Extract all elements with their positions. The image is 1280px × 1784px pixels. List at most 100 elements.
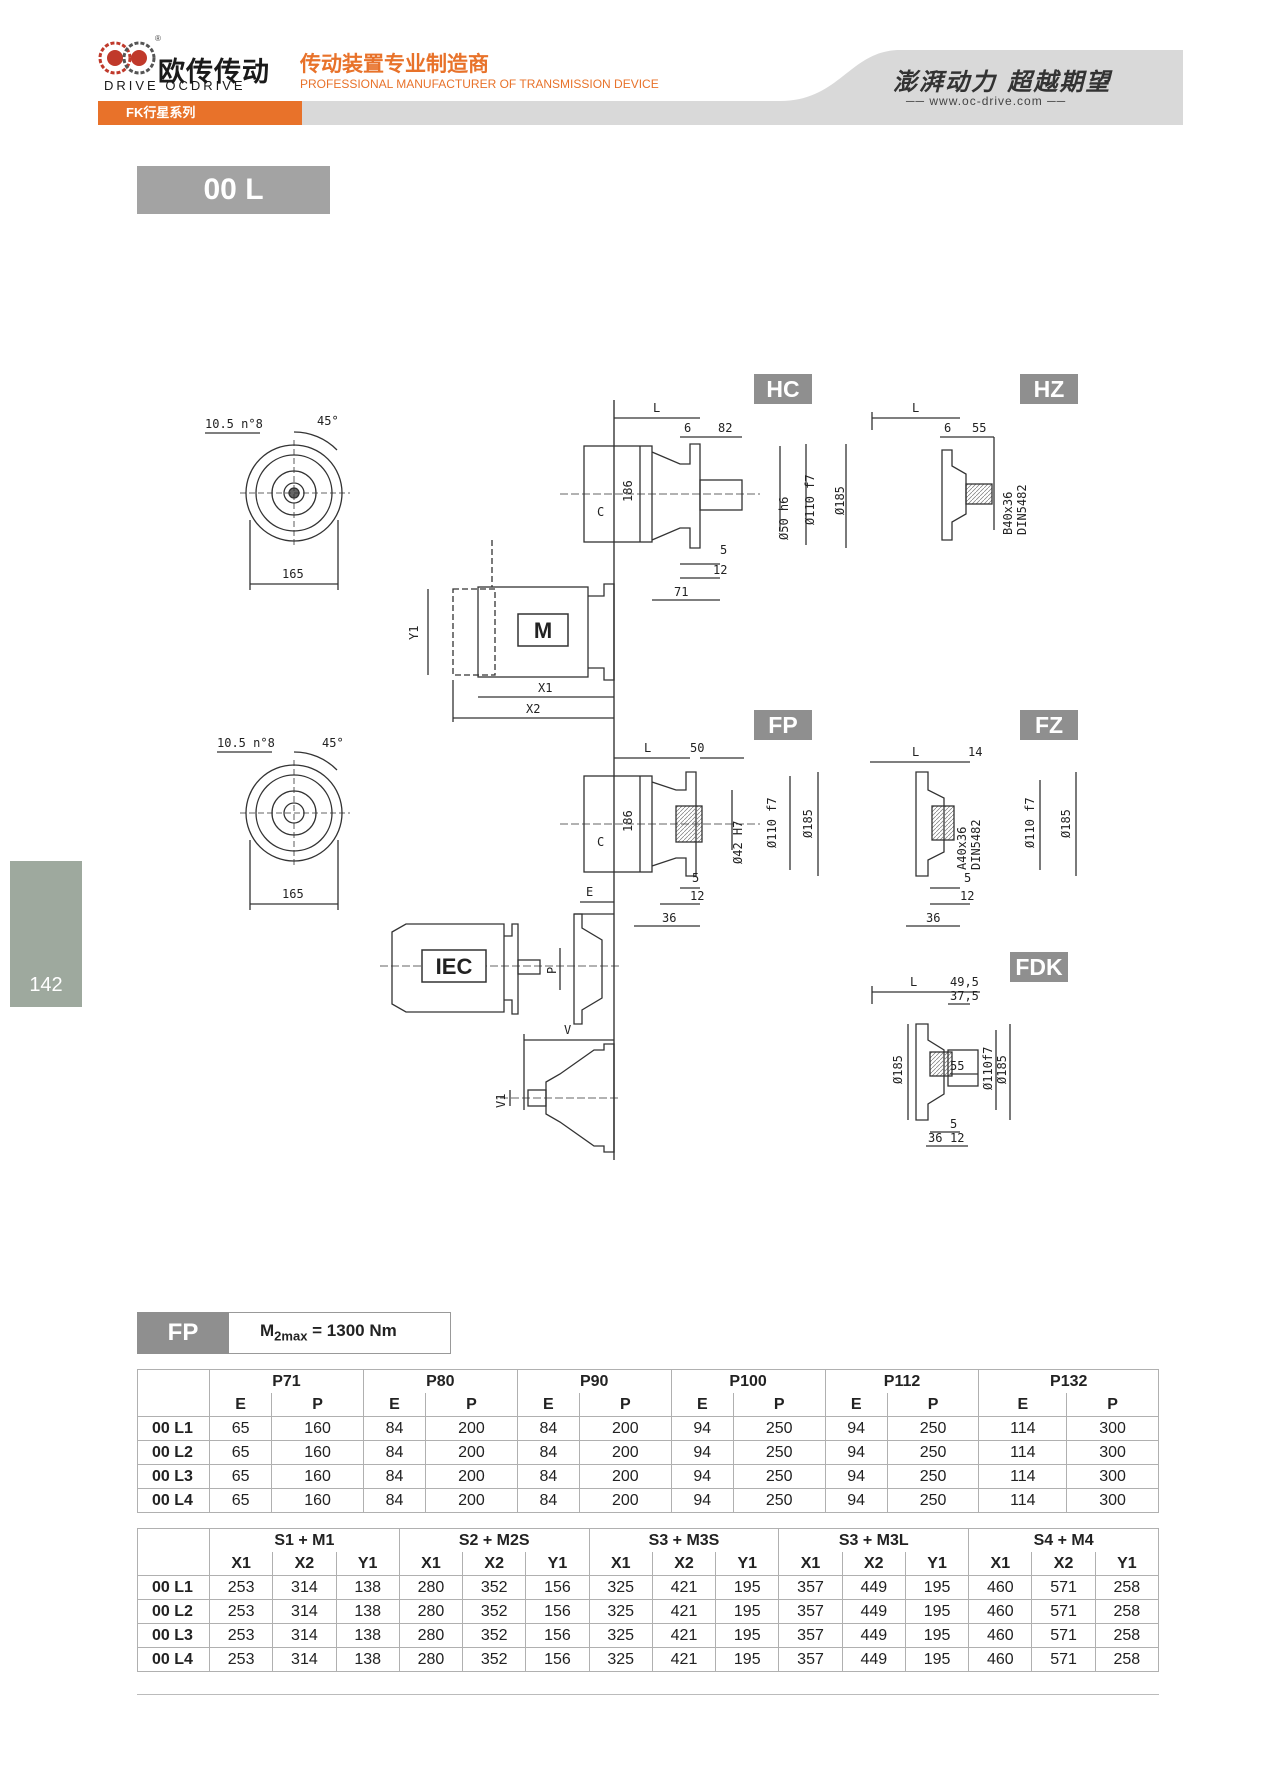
- fp-side-view: [560, 757, 819, 927]
- page-number: 142: [29, 974, 63, 996]
- dim-fdk-495: 49,5: [950, 975, 979, 989]
- dim-165-bottom: 165: [282, 887, 304, 901]
- motor-drawing: [427, 540, 615, 722]
- front-view-bottom: [217, 751, 350, 910]
- fp-subheader: E: [978, 1393, 1068, 1417]
- table-cell: 300: [1066, 1464, 1159, 1489]
- table-cell: 195: [904, 1599, 970, 1624]
- dim-165-top: 165: [282, 567, 304, 581]
- brand-name-cn: 欧传传动: [158, 57, 270, 87]
- dim-fz-14: 14: [968, 745, 982, 759]
- iec-motor-drawing: [380, 901, 620, 1025]
- dim-fdk-d110: Ø110f7: [981, 1047, 995, 1090]
- table-cell: 84: [362, 1488, 427, 1513]
- dim-hc-d110: Ø110 f7: [803, 474, 817, 525]
- table-cell: 300: [1066, 1440, 1159, 1465]
- table-cell: 250: [732, 1416, 826, 1441]
- dim-fz-12: 12: [960, 889, 974, 903]
- table-cell: 250: [732, 1464, 826, 1489]
- dim-bolt-top: 10.5 n°8: [205, 417, 263, 431]
- fdk-side-view: [871, 986, 1011, 1147]
- table-cell: 195: [715, 1575, 780, 1600]
- table-cell: 200: [425, 1464, 518, 1489]
- dim-fz-d110: Ø110 f7: [1023, 797, 1037, 848]
- table-cell: 84: [362, 1464, 427, 1489]
- tagline-cn: 传动装置专业制造商: [300, 53, 489, 76]
- motor-group-header: S3 + M3S: [588, 1528, 780, 1552]
- fp-subheader: E: [208, 1393, 273, 1417]
- table-cell: 258: [1094, 1599, 1160, 1624]
- brand-name-en: DRIVE OCDRIVE: [104, 78, 246, 93]
- table-cell: 571: [1031, 1647, 1096, 1672]
- dim-fdk-55: 55: [950, 1059, 964, 1073]
- logo-gear-icon: [98, 41, 156, 75]
- dim-v-V1: V1: [494, 1094, 508, 1108]
- iec-label-box: [421, 949, 487, 983]
- fp-subheader: P: [271, 1393, 364, 1417]
- dim-bolt-bottom: 10.5 n°8: [217, 736, 275, 750]
- table-cell: 94: [824, 1416, 888, 1441]
- dim-fp-50: 50: [690, 741, 704, 755]
- table-cell: 94: [824, 1464, 888, 1489]
- row-model: 00 L1: [137, 1416, 210, 1441]
- table-cell: 421: [651, 1599, 717, 1624]
- motor-dimension-table: S1 + M1 S2 + M2S S3 + M3S S3 + M3L S4 + …: [137, 1528, 1160, 1672]
- table-cell: 460: [968, 1599, 1033, 1624]
- motor-group-header: S3 + M3L: [778, 1528, 970, 1552]
- label-hc: HC: [766, 376, 799, 402]
- motor-subheader: Y1: [1094, 1552, 1160, 1576]
- table-cell: 325: [588, 1575, 653, 1600]
- fp-subheader: E: [670, 1393, 734, 1417]
- table-cell: 195: [904, 1647, 970, 1672]
- table-cell: 258: [1094, 1575, 1160, 1600]
- table-cell: 352: [462, 1647, 527, 1672]
- dim-hc-12: 12: [713, 563, 727, 577]
- dim-fp-186: 186: [621, 810, 635, 832]
- fp-subheader: E: [824, 1393, 888, 1417]
- motor-subheader: X2: [841, 1552, 906, 1576]
- table-cell: 156: [525, 1575, 590, 1600]
- dim-fdk-12: 12: [950, 1131, 964, 1145]
- fp-group-header: P80: [362, 1369, 518, 1393]
- table-cell: 138: [335, 1599, 400, 1624]
- row-model: 00 L4: [137, 1488, 210, 1513]
- dim-iec-E: E: [586, 885, 593, 899]
- row-model: 00 L2: [137, 1440, 210, 1465]
- label-fz-box: [1020, 710, 1078, 740]
- dim-hz-spline: B40x36: [1001, 492, 1015, 535]
- motor-group-header: S1 + M1: [209, 1528, 400, 1552]
- dim-hc-186: 186: [621, 480, 635, 502]
- header-band: [300, 50, 1183, 125]
- table-cell: 94: [670, 1440, 734, 1465]
- table-cell: 314: [272, 1599, 337, 1624]
- table-cell: 325: [588, 1647, 653, 1672]
- dim-fp-12: 12: [690, 889, 704, 903]
- table-cell: 65: [208, 1464, 273, 1489]
- model-title: 00 L: [137, 166, 330, 214]
- dim-hc-82: 82: [718, 421, 732, 435]
- dim-fp-d42: Ø42 H7: [731, 821, 745, 864]
- label-hz-box: [1020, 374, 1078, 404]
- table-cell: 250: [886, 1440, 980, 1465]
- tagline-en: PROFESSIONAL MANUFACTURER OF TRANSMISSIO…: [300, 77, 659, 91]
- dim-fp-C: C: [597, 835, 604, 849]
- dim-fdk-375: 37,5: [950, 989, 979, 1003]
- motor-subheader: X1: [778, 1552, 843, 1576]
- table-cell: 156: [525, 1647, 590, 1672]
- table-cell: 200: [425, 1440, 518, 1465]
- table-cell: 253: [208, 1623, 274, 1648]
- table-cell: 195: [904, 1575, 970, 1600]
- table-cell: 300: [1066, 1416, 1159, 1441]
- dim-hc-5: 5: [720, 543, 727, 557]
- page-side-tab: [10, 861, 82, 1007]
- table-cell: 280: [398, 1599, 464, 1624]
- table-cell: 200: [425, 1416, 518, 1441]
- motor-subheader: Y1: [525, 1552, 590, 1576]
- dim-fz-L: L: [912, 745, 919, 759]
- fp-subheader: E: [362, 1393, 427, 1417]
